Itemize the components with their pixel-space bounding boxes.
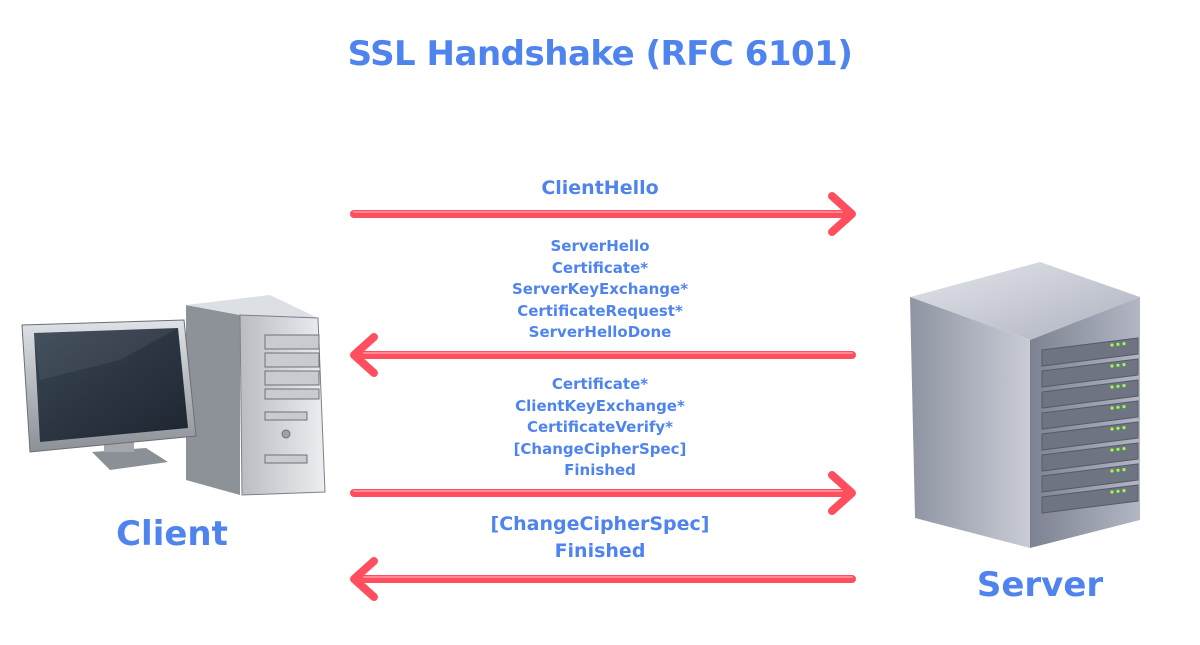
status-led: [1110, 385, 1114, 389]
message-line: ClientKeyExchange*: [515, 396, 685, 415]
desktop-computer-icon: [21, 295, 326, 496]
message-client-hello: ClientHello: [400, 175, 800, 202]
status-led: [1116, 447, 1120, 451]
drive-bay: [1041, 484, 1139, 514]
drive-bay: [1041, 400, 1139, 430]
status-led: [1110, 406, 1114, 410]
server-drive-bays: [1041, 337, 1139, 514]
status-led: [1110, 448, 1114, 452]
message-arrows: [350, 192, 856, 601]
status-led: [1116, 342, 1120, 346]
client-label: Client: [116, 514, 228, 554]
message-line: Certificate*: [551, 258, 649, 277]
arrow-head: [828, 192, 856, 236]
drive-bay: [1041, 379, 1139, 409]
status-led: [1122, 363, 1126, 367]
message-line: ServerKeyExchange*: [511, 280, 689, 299]
status-led: [1110, 427, 1114, 431]
drive-bay: [1041, 337, 1139, 367]
drive-bay: [1041, 421, 1139, 451]
status-led: [1110, 343, 1114, 347]
message-line: ServerHelloDone: [528, 323, 672, 342]
status-led: [1116, 468, 1120, 472]
message-line: CertificateVerify*: [526, 418, 673, 437]
status-led: [1122, 384, 1126, 388]
status-led: [1116, 363, 1120, 367]
status-led: [1116, 405, 1120, 409]
drive-bay: [1041, 442, 1139, 472]
drive-bay: [1041, 358, 1139, 388]
message-line: [ChangeCipherSpec]: [513, 439, 687, 458]
message-line: ServerHello: [550, 237, 650, 255]
status-led: [1122, 342, 1126, 346]
server-rack-icon: [910, 262, 1140, 548]
message-line: [ChangeCipherSpec]: [490, 513, 710, 535]
message-line: Finished: [564, 461, 636, 480]
message-client-key-exchange-group: Certificate* ClientKeyExchange* Certific…: [400, 374, 800, 482]
drive-bay: [1041, 463, 1139, 493]
arrow-head: [828, 471, 856, 515]
arrow-head: [350, 333, 378, 377]
status-led: [1122, 426, 1126, 430]
status-led: [1110, 364, 1114, 368]
status-led: [1122, 489, 1126, 493]
status-led: [1122, 468, 1126, 472]
arrow-head: [350, 557, 378, 601]
message-line: ClientHello: [541, 177, 659, 199]
message-server-finished-group: [ChangeCipherSpec] Finished: [400, 511, 800, 565]
status-led: [1110, 469, 1114, 473]
server-label: Server: [976, 565, 1104, 605]
message-line: Certificate*: [551, 375, 649, 393]
arrow-right: [350, 471, 856, 515]
status-led: [1116, 489, 1120, 493]
message-line: Finished: [554, 540, 646, 562]
message-line: CertificateRequest*: [517, 301, 683, 320]
arrow-right: [350, 192, 856, 236]
arrow-left: [350, 557, 856, 601]
status-led: [1116, 426, 1120, 430]
arrow-left: [350, 333, 856, 377]
message-server-hello-group: ServerHello Certificate* ServerKeyExchan…: [400, 236, 800, 344]
status-led: [1116, 384, 1120, 388]
status-led: [1110, 490, 1114, 494]
diagram-title: SSL Handshake (RFC 6101): [347, 34, 853, 74]
status-led: [1122, 447, 1126, 451]
status-led: [1122, 405, 1126, 409]
